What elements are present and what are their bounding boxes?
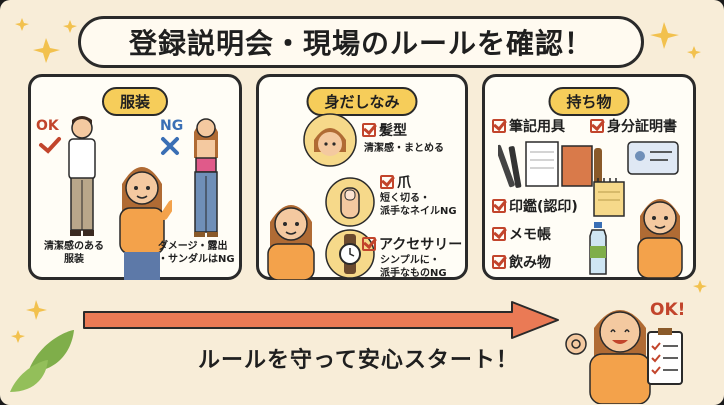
ok-outfit-caption: 清潔感のある 服装: [44, 241, 104, 265]
checkbox-icon: [380, 175, 394, 189]
ok-exclamation: OK!: [650, 300, 686, 320]
nails-caption: 短く切る・ 派手なネイルNG: [380, 193, 457, 217]
grooming-item-label: 髪型: [379, 123, 407, 139]
watch-bubble-illustration: [325, 229, 375, 279]
clothing-heading: 服装: [101, 87, 169, 116]
guide-girl-center-illustration: [267, 205, 315, 280]
hair-caption: 清潔感・まとめる: [364, 143, 444, 154]
ok-check-icon: [39, 137, 61, 154]
hair-bubble-illustration: [303, 113, 357, 167]
checkbox-icon: [362, 237, 376, 251]
memo-pad-icon: [593, 178, 625, 217]
ok-label: OK: [36, 118, 59, 134]
grooming-item-hair: 髪型: [362, 120, 407, 140]
belongings-item-memo: メモ帳: [492, 224, 551, 244]
belongings-item-label: 印鑑(認印): [509, 199, 578, 215]
page-title: 登録説明会・現場のルールを確認！: [128, 27, 593, 60]
checkbox-icon: [492, 255, 506, 269]
checkbox-icon: [492, 199, 506, 213]
checkbox-icon: [492, 119, 506, 133]
checkbox-icon: [590, 119, 604, 133]
belongings-heading: 持ち物: [548, 87, 630, 116]
progress-arrow: [83, 301, 559, 339]
grooming-item-nails: 爪: [380, 172, 411, 192]
belongings-item-label: 筆記用具: [509, 119, 565, 135]
belongings-item-writing-tools: 筆記用具: [492, 116, 565, 136]
title-banner: 登録説明会・現場のルールを確認！: [78, 16, 644, 68]
nail-bubble-illustration: [325, 177, 375, 227]
ok-girl-with-checklist-illustration: [565, 310, 683, 404]
id-card-icon: [627, 141, 679, 175]
guide-girl-left-illustration: [119, 167, 172, 280]
grooming-item-label: アクセサリー: [379, 237, 463, 253]
bottom-message: ルールを守って安心スタート！: [198, 348, 519, 373]
belongings-item-label: 飲み物: [509, 255, 551, 271]
belongings-item-drink: 飲み物: [492, 252, 551, 272]
ng-label: NG: [160, 118, 184, 134]
belongings-item-label: 身分証明書: [607, 119, 677, 135]
belongings-item-seal: 印鑑(認印): [492, 196, 578, 216]
stationery-illustration: [498, 141, 602, 188]
ng-cross-icon: [161, 137, 179, 155]
grooming-item-accessories: アクセサリー: [362, 234, 462, 254]
ok-outfit-person-illustration: [68, 116, 96, 236]
water-bottle-icon: [589, 222, 607, 275]
ng-outfit-caption: ダメージ・露出 ・サンダルはNG: [158, 241, 235, 265]
grooming-heading: 身だしなみ: [306, 87, 418, 116]
grooming-item-label: 爪: [397, 175, 411, 191]
accessories-caption: シンプルに・ 派手なものNG: [380, 255, 447, 279]
guide-girl-right-illustration: [637, 199, 683, 278]
belongings-item-label: メモ帳: [509, 227, 551, 243]
ng-outfit-person-illustration: [194, 118, 218, 237]
belongings-item-id: 身分証明書: [590, 116, 677, 136]
checkbox-icon: [362, 123, 376, 137]
checkbox-icon: [492, 227, 506, 241]
